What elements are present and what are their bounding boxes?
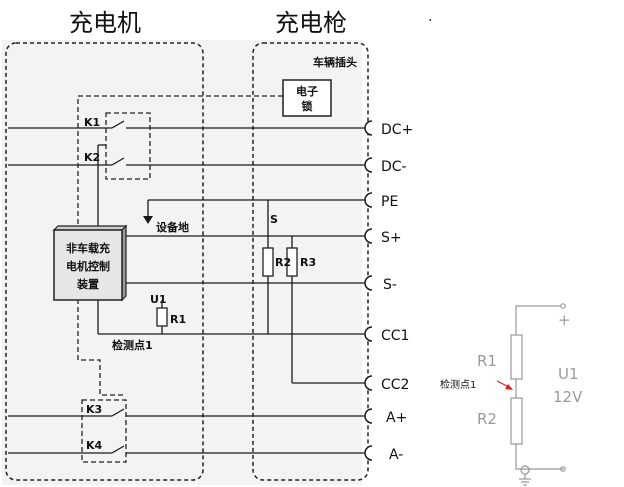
pin-s-minus	[364, 275, 373, 291]
controller-label-1: 非车载充	[66, 241, 110, 255]
detect-point-label: 检测点1	[112, 338, 153, 352]
u1-label: U1	[150, 293, 167, 306]
pin-pe	[364, 192, 373, 208]
r1-label: R1	[170, 313, 186, 326]
controller-label-3: 装置	[76, 277, 99, 291]
k2-label: K2	[84, 151, 100, 164]
r1-resistor	[156, 307, 168, 327]
lock-link-dashed	[77, 95, 283, 396]
pin-dc-plus	[364, 120, 373, 136]
circuit-minus-terminal	[560, 466, 566, 472]
detect-point-arrow-icon	[505, 384, 513, 390]
k4-label: K4	[86, 439, 103, 452]
pin-label-cc2: CC2	[381, 377, 409, 393]
r3-resistor	[286, 247, 298, 277]
k1k2-relay-box	[105, 112, 151, 180]
pin-cc1	[364, 326, 373, 342]
detect-circuit	[510, 303, 566, 486]
pin-cc2	[364, 375, 373, 391]
controller-block	[52, 224, 128, 302]
r3-label: R3	[300, 256, 316, 269]
pin-label-a-minus: A-	[389, 447, 403, 463]
elock-label-top: 电子	[296, 84, 318, 98]
ground-arrow-icon	[143, 216, 153, 224]
pin-dc-minus	[364, 157, 373, 173]
r2-resistor	[262, 247, 274, 277]
stray-dot: ·	[428, 13, 432, 29]
gun-title: 充电枪	[275, 9, 347, 37]
charger-title: 充电机	[69, 9, 141, 37]
s-label: S	[270, 213, 278, 226]
elock-label-bottom: 锁	[302, 99, 313, 113]
pin-s-plus	[364, 228, 373, 244]
circuit-minus-label: -	[559, 459, 564, 477]
pin-label-s-minus: S-	[383, 277, 397, 293]
electronic-lock	[282, 79, 332, 117]
pin-a-minus	[364, 445, 373, 461]
pin-a-plus	[364, 408, 373, 424]
circuit-detect-point-label: 检测点1	[440, 378, 476, 391]
circuit-r2-resistor	[510, 397, 523, 445]
device-ground-label: 设备地	[156, 220, 189, 234]
k1-label: K1	[84, 116, 100, 129]
circuit-r1-label: R1	[477, 352, 497, 370]
k3k4-relay-box	[81, 399, 127, 463]
circuit-r2-label: R2	[477, 410, 497, 428]
circuit-plus-terminal	[560, 303, 566, 309]
pin-label-s-plus: S+	[381, 230, 402, 246]
k3-label: K3	[86, 403, 102, 416]
circuit-ground-node	[520, 465, 530, 475]
circuit-u1-label: U1	[558, 365, 579, 383]
r2-label: R2	[275, 256, 291, 269]
pin-label-cc1: CC1	[381, 328, 409, 344]
charger-box	[5, 42, 204, 481]
pin-label-dc-minus: DC-	[381, 159, 407, 175]
pin-label-a-plus: A+	[386, 410, 407, 426]
circuit-r1-resistor	[510, 334, 523, 380]
controller-label-2: 电机控制	[66, 259, 110, 273]
circuit-12v-label: 12V	[553, 388, 583, 406]
pin-label-pe: PE	[381, 194, 398, 210]
vehicle-socket-label: 车辆插头	[313, 55, 357, 69]
gun-box	[252, 42, 369, 481]
circuit-plus-label: +	[558, 311, 571, 329]
pin-label-dc-plus: DC+	[381, 122, 413, 138]
